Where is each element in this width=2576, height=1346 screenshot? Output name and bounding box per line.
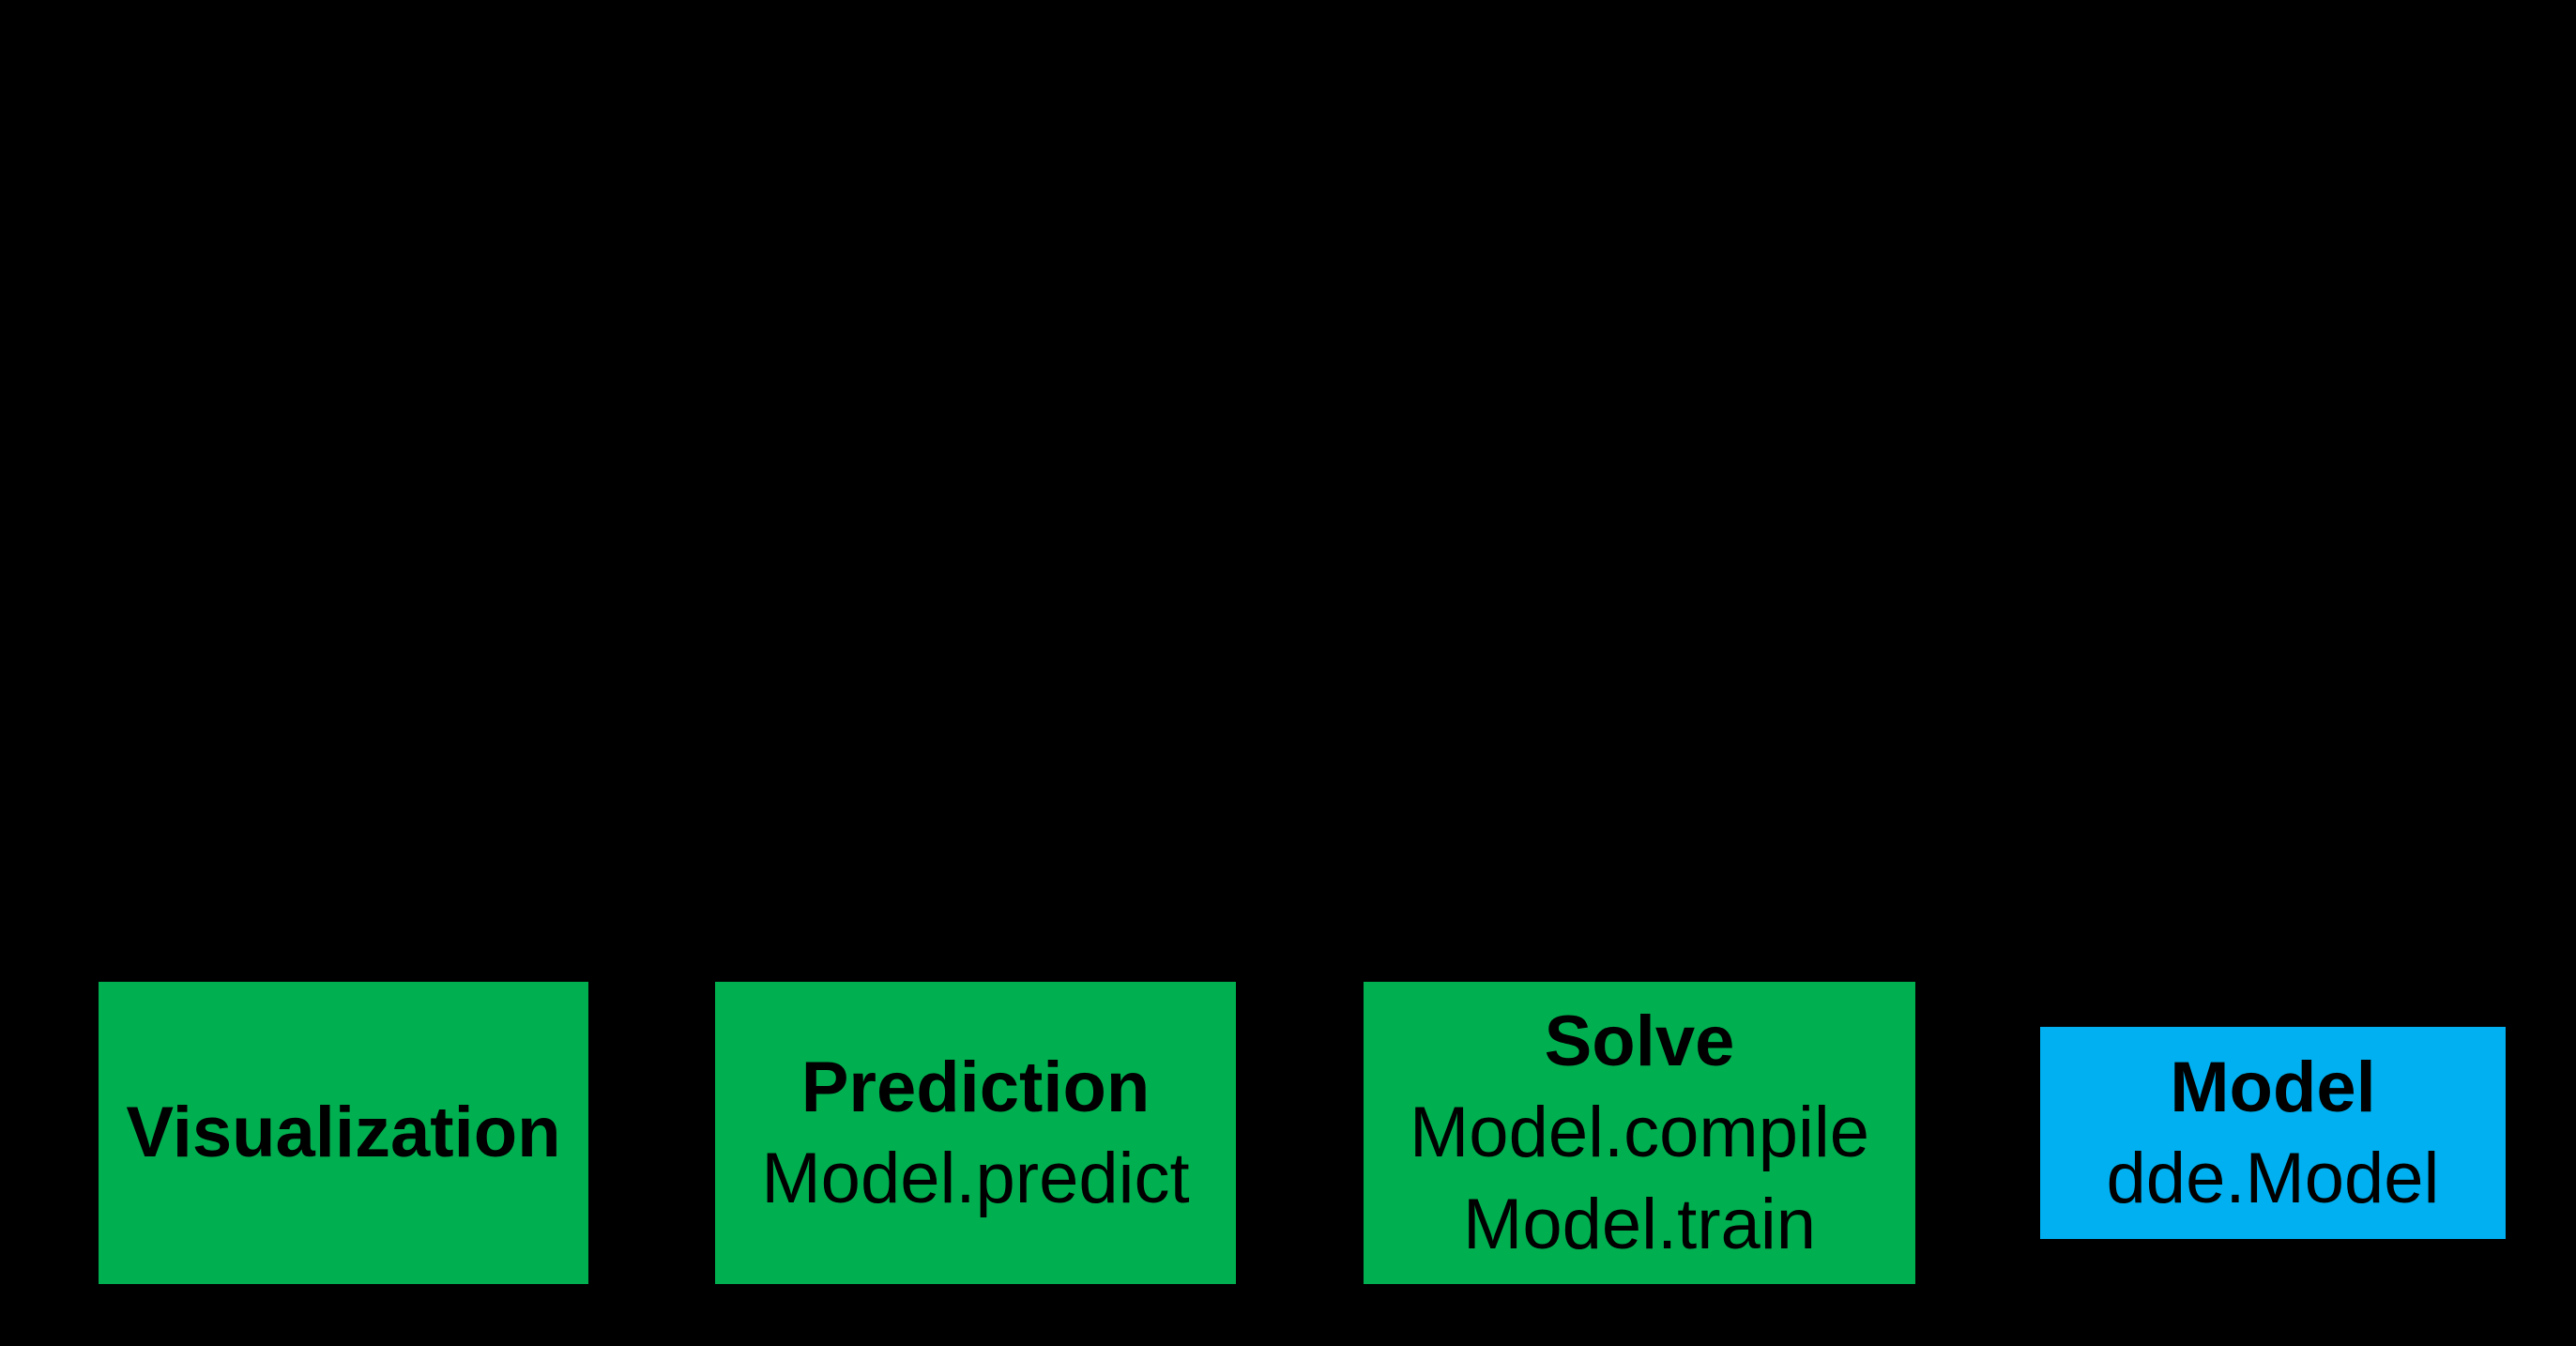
prediction-box-api-label: Model.predict: [761, 1139, 1190, 1218]
model-box-title: Model: [2170, 1047, 2376, 1127]
solve-box-title: Solve: [1544, 1002, 1735, 1082]
visualization-box-title: Visualization: [126, 1093, 561, 1173]
prediction-box-title: Prediction: [800, 1047, 1151, 1127]
model-box-api-label: dde.Model: [2106, 1139, 2440, 1218]
solve-box-train-label: Model.train: [1463, 1184, 1816, 1264]
solve-box: Solve Model.compile Model.train: [1364, 982, 1915, 1284]
solve-box-compile-label: Model.compile: [1410, 1093, 1869, 1173]
visualization-box: Visualization: [99, 982, 588, 1284]
model-box: Model dde.Model: [2040, 1027, 2506, 1239]
prediction-box: Prediction Model.predict: [715, 982, 1236, 1284]
